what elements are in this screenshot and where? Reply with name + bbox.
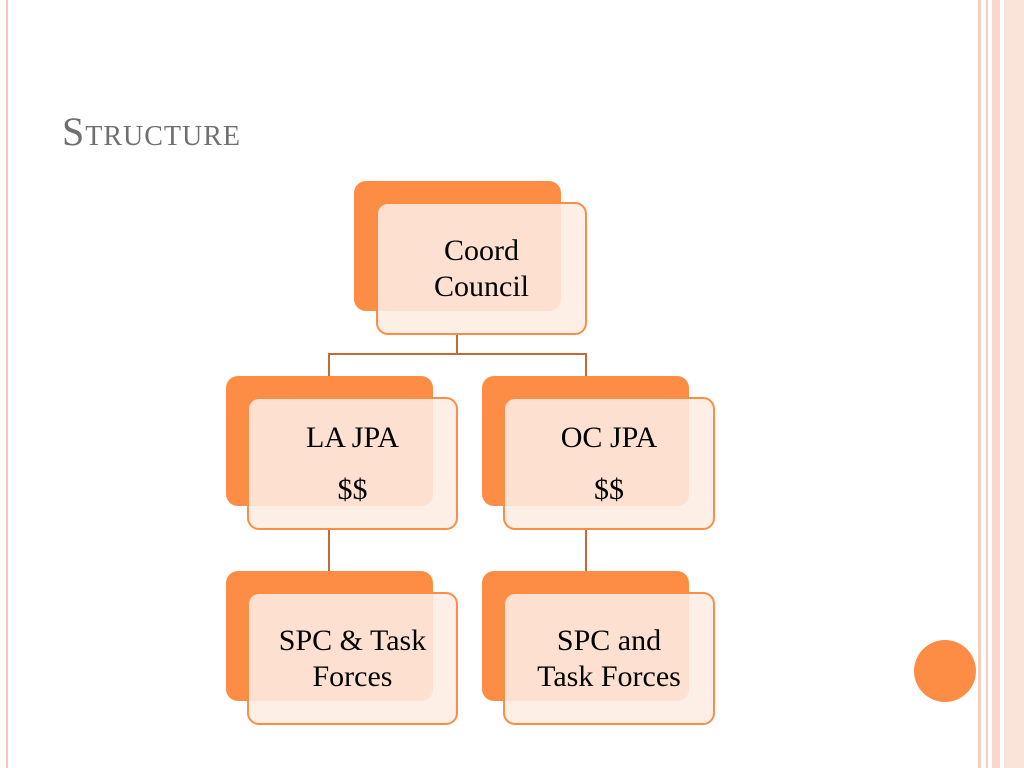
connector-left-down (328, 353, 330, 377)
connector-right-down (585, 353, 587, 377)
left-node: LA JPA $$ (247, 397, 458, 530)
left-node-label: LA JPA $$ (305, 420, 400, 506)
right-child-node: SPC and Task Forces (503, 592, 715, 725)
right-edge-stripe (978, 0, 981, 768)
right-child-label: SPC and Task Forces (537, 623, 681, 693)
connector-horizontal (328, 353, 587, 355)
connector-left-child (328, 530, 330, 572)
connector-right-child (585, 530, 587, 572)
left-child-node: SPC & Task Forces (247, 592, 458, 725)
left-child-label: SPC & Task Forces (278, 623, 427, 693)
root-node: Coord Council (376, 202, 587, 335)
slide-title: Structure (62, 109, 242, 154)
right-edge-stripe (1004, 0, 1024, 768)
connector-root-down (456, 335, 458, 355)
left-edge-stripe (6, 0, 8, 768)
decorative-circle (914, 640, 976, 702)
right-node: OC JPA $$ (503, 397, 715, 530)
right-edge-stripe (986, 0, 988, 768)
right-edge-stripe (992, 0, 1000, 768)
right-node-label: OC JPA $$ (560, 420, 658, 506)
root-node-label: Coord Council (434, 233, 529, 303)
